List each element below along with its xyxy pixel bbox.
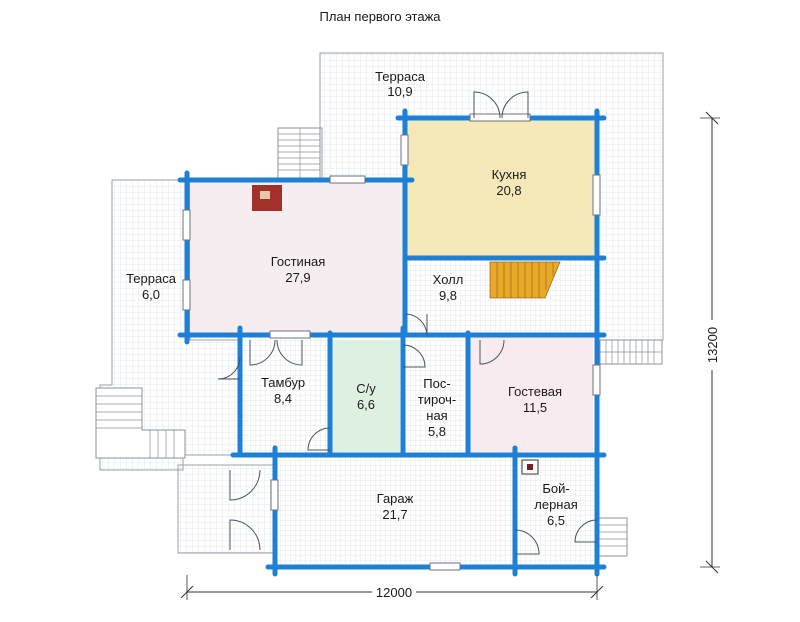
- laundry-name-line3: ная: [426, 408, 447, 423]
- dimension-width: 12000: [180, 575, 604, 600]
- boiler-name-line1: Бой-: [542, 481, 569, 496]
- laundry-fill: [403, 340, 465, 452]
- boiler-name-line2: лерная: [534, 497, 578, 512]
- kitchen-fill: [405, 120, 597, 258]
- doors: [217, 91, 598, 555]
- wc-fill: [330, 340, 400, 452]
- garage-area: 21,7: [382, 507, 407, 522]
- guest-room-fill: [468, 337, 593, 452]
- stairs-boiler: [596, 517, 628, 557]
- width-dimension-label: 12000: [376, 585, 412, 600]
- boiler-area: 6,5: [547, 513, 565, 528]
- dimension-height: 13200: [700, 111, 721, 574]
- garage-name: Гараж: [377, 491, 414, 506]
- stairs-top-left: [277, 127, 321, 181]
- terrace-left-area-value: 6,0: [142, 287, 160, 302]
- plan-title: План первого этажа: [319, 9, 441, 24]
- garage-fill: [275, 455, 515, 565]
- wall-log-ends: [177, 108, 607, 577]
- terrace-left-name: Терраса: [126, 271, 177, 286]
- kitchen-name: Кухня: [492, 167, 527, 182]
- wc-area: 6,6: [357, 397, 375, 412]
- living-room-fill: [190, 180, 405, 335]
- laundry-name-line1: Пос-: [423, 376, 450, 391]
- stairs-bottom-left: [95, 387, 186, 459]
- stairs-right: [599, 339, 663, 365]
- laundry-name-line2: тироч-: [418, 392, 457, 407]
- hall-stairs: [489, 261, 561, 299]
- terrace-top-name: Терраса: [375, 69, 426, 84]
- terrace-top-area-value: 10,9: [387, 84, 412, 99]
- wc-name: С/у: [356, 381, 376, 396]
- kitchen-area: 20,8: [496, 183, 521, 198]
- hall-name: Холл: [433, 272, 464, 287]
- laundry-area: 5,8: [428, 424, 446, 439]
- tambur-name: Тамбур: [261, 375, 305, 390]
- living-room-area: 27,9: [285, 270, 310, 285]
- hall-area: 9,8: [439, 288, 457, 303]
- guest-room-name: Гостевая: [508, 384, 562, 399]
- garage-porch: [177, 464, 274, 554]
- boiler-unit-core-icon: [527, 464, 533, 470]
- tambur-area: 8,4: [274, 391, 292, 406]
- living-room-name: Гостиная: [271, 254, 326, 269]
- guest-room-area: 11,5: [523, 400, 547, 415]
- stove-door-icon: [260, 191, 270, 199]
- height-dimension-label: 13200: [705, 327, 720, 363]
